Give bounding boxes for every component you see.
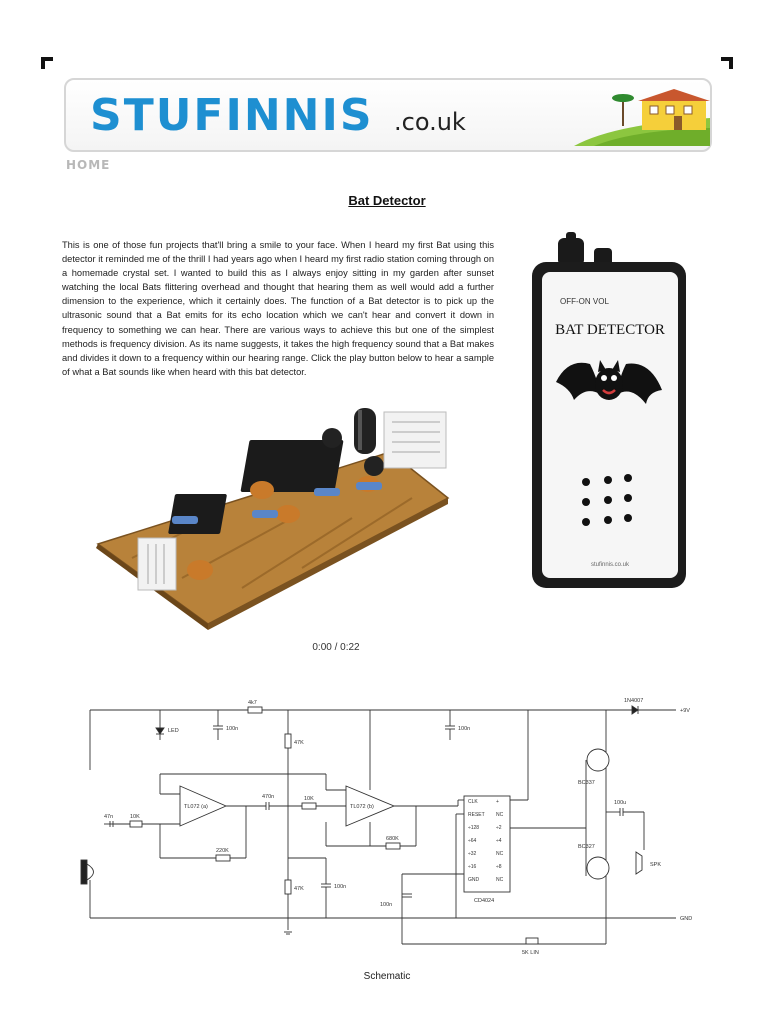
ic-pin-left: ÷64 [468,838,477,844]
ic-pin-left: ÷16 [468,864,477,870]
schem-label-47k-b: 47K [294,886,304,892]
circuit-board-photo [96,408,450,630]
ic-pin-right: ÷4 [496,838,502,844]
schem-label-680k: 680K [386,836,399,842]
schem-label-spk: SPK [650,862,661,868]
ic-pin-right: ÷2 [496,825,502,831]
device-controls-label: OFF-ON VOL [560,297,609,306]
device-label: BAT DETECTOR [555,322,665,338]
house-illustration [574,89,710,146]
schem-label-47n: 47n [104,814,113,820]
schem-label-100n-b: 100n [458,726,470,732]
ic-pin-left: RESET [468,812,485,818]
bat-detector-device-photo: OFF-ON VOL BAT DETECTOR stufinnis.co.uk [532,232,686,588]
schem-label-diode: 1N4007 [624,698,643,704]
ic-pin-left: ÷32 [468,851,477,857]
schem-label-q2: BC327 [578,844,595,850]
schem-label-led: LED [168,728,179,734]
ic-pin-right: NC [496,877,504,883]
schem-label-100n-d: 100n [380,902,392,908]
schem-label-470n: 470n [262,794,274,800]
ic-pin-labels-left: CLK RESET ÷128 ÷64 ÷32 ÷16 GND [468,799,485,883]
home-nav-link[interactable]: HOME [66,158,111,172]
schem-label-47k-a: 47K [294,740,304,746]
schem-label-100n-a: 100n [226,726,238,732]
ic-pin-right: ÷8 [496,864,502,870]
intro-paragraph: This is one of those fun projects that'l… [62,240,494,377]
schem-label-4k7: 4k7 [248,700,257,706]
corner-mark-top-right [721,57,733,69]
schem-label-ic: CD4024 [474,898,494,904]
ic-pin-right: NC [496,851,504,857]
schem-label-10k-a: 10K [130,814,140,820]
ic-pin-left: CLK [468,799,478,805]
device-footer-url: stufinnis.co.uk [591,562,630,568]
speaker-grille [582,474,632,526]
schem-label-10k-b: 10K [304,796,314,802]
site-logo-domain: .co.uk [394,108,466,136]
schematic-caption: Schematic [363,971,411,982]
ic-pin-labels-right: + NC ÷2 ÷4 NC ÷8 NC [496,799,504,883]
schem-label-q1: BC337 [578,780,595,786]
schem-label-220k: 220K [216,848,229,854]
ic-pin-left: ÷128 [468,825,479,831]
ic-pin-right: + [496,799,499,805]
site-banner[interactable]: STUFINNIS .co.uk [64,78,712,152]
bat-icon [556,360,662,404]
corner-mark-top-left [41,57,53,69]
schematic-diagram: 4k7 LED 100n 47K 100n 1N4007 +9V TL072 (… [80,698,692,956]
audio-player-time[interactable]: 0:00 / 0:22 [312,642,360,653]
schem-label-100n-c: 100n [334,884,346,890]
ic-pin-left: GND [468,877,480,883]
schem-label-pot: 5K LIN [522,950,539,956]
schem-label-opamp1: TL072 (a) [184,804,208,810]
page-title: Bat Detector [348,193,426,208]
schem-label-gnd: GND [680,916,692,922]
site-logo-text: STUFINNIS [90,90,374,141]
schem-label-100u: 100u [614,800,626,806]
schem-label-vplus: +9V [680,708,690,714]
ic-pin-right: NC [496,812,504,818]
schem-label-opamp2: TL072 (b) [350,804,374,810]
